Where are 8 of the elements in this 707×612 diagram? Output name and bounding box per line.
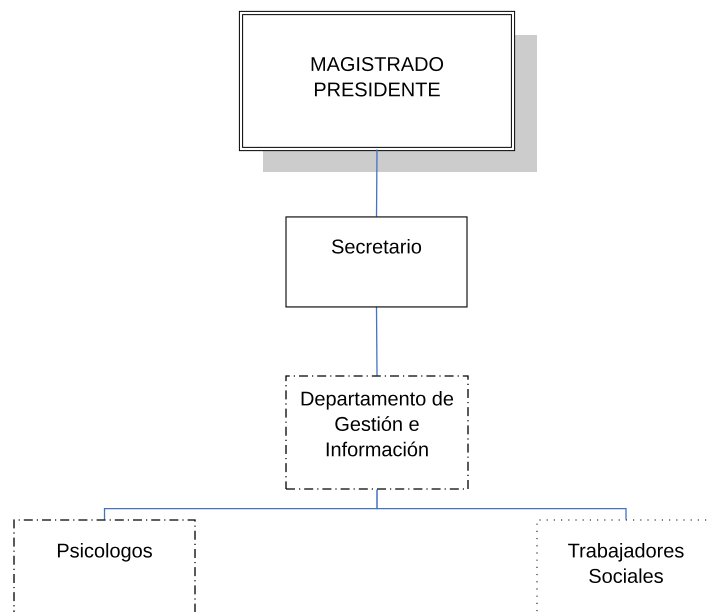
connector-line (376, 308, 378, 376)
connector-line (376, 149, 378, 216)
process-box: Psicologos (13, 519, 196, 612)
process-box: Secretario (285, 216, 468, 308)
connector-line (376, 490, 627, 520)
process-box: Trabajadores Sociales (536, 519, 707, 612)
process-box: Departamento de Gestión e Información (285, 375, 469, 490)
title-box: MAGISTRADO PRESIDENTE (238, 10, 537, 172)
